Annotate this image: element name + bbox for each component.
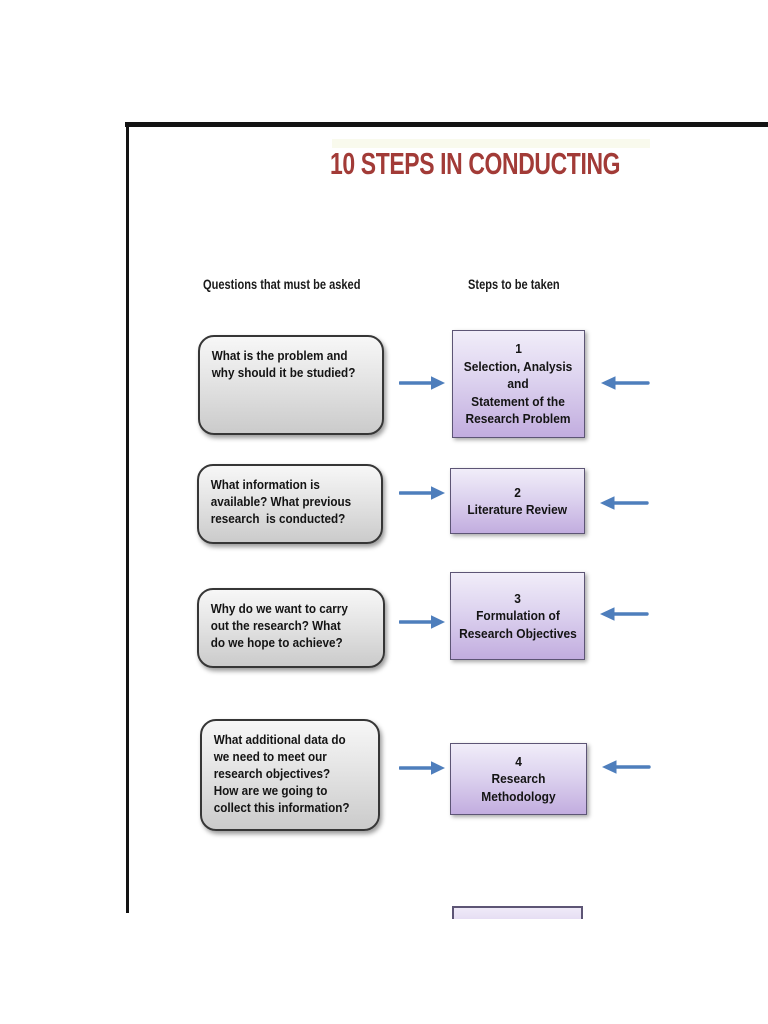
- question-text-1: What is the problem and why should it be…: [211, 348, 356, 380]
- left-arrow-icon: [602, 760, 651, 774]
- question-text-4: What additional data do we need to meet …: [213, 732, 350, 815]
- questions-column-header: Questions that must be asked: [203, 277, 361, 292]
- question-box-2: What information is available? What prev…: [197, 464, 383, 544]
- step-number-2: 2: [514, 484, 521, 500]
- left-arrow-icon: [600, 496, 649, 510]
- step-box-5-partial: [452, 906, 583, 919]
- left-arrow-icon: [600, 607, 649, 621]
- steps-column-header: Steps to be taken: [468, 277, 560, 292]
- right-arrow-icon: [399, 376, 445, 390]
- question-text-3: Why do we want to carry out the research…: [210, 601, 348, 650]
- page-frame-top-border: [125, 122, 768, 127]
- left-arrow-icon: [601, 376, 650, 390]
- question-box-1: What is the problem and why should it be…: [198, 335, 384, 435]
- step-label-2: Literature Review: [467, 502, 568, 517]
- step-box-2: 2 Literature Review: [450, 468, 585, 534]
- step-box-3: 3 Formulation of Research Objectives: [450, 572, 585, 660]
- step-label-3: Formulation of Research Objectives: [458, 608, 577, 641]
- right-arrow-icon: [399, 486, 445, 500]
- title-highlight-artifact: [332, 139, 650, 148]
- question-box-3: Why do we want to carry out the research…: [197, 588, 385, 668]
- page-title: 10 STEPS IN CONDUCTING: [330, 146, 621, 181]
- step-number-4: 4: [515, 753, 522, 769]
- step-label-1: Selection, Analysis and Statement of the…: [464, 358, 573, 427]
- step-number-1: 1: [515, 341, 522, 357]
- step-box-1: 1 Selection, Analysis and Statement of t…: [452, 330, 585, 438]
- page-frame-left-border: [126, 122, 129, 913]
- question-text-2: What information is available? What prev…: [210, 477, 352, 526]
- right-arrow-icon: [399, 615, 445, 629]
- right-arrow-icon: [399, 761, 445, 775]
- step-number-3: 3: [514, 590, 521, 606]
- step-label-4: Research Methodology: [481, 771, 556, 804]
- question-box-4: What additional data do we need to meet …: [200, 719, 380, 831]
- step-box-4: 4 Research Methodology: [450, 743, 587, 815]
